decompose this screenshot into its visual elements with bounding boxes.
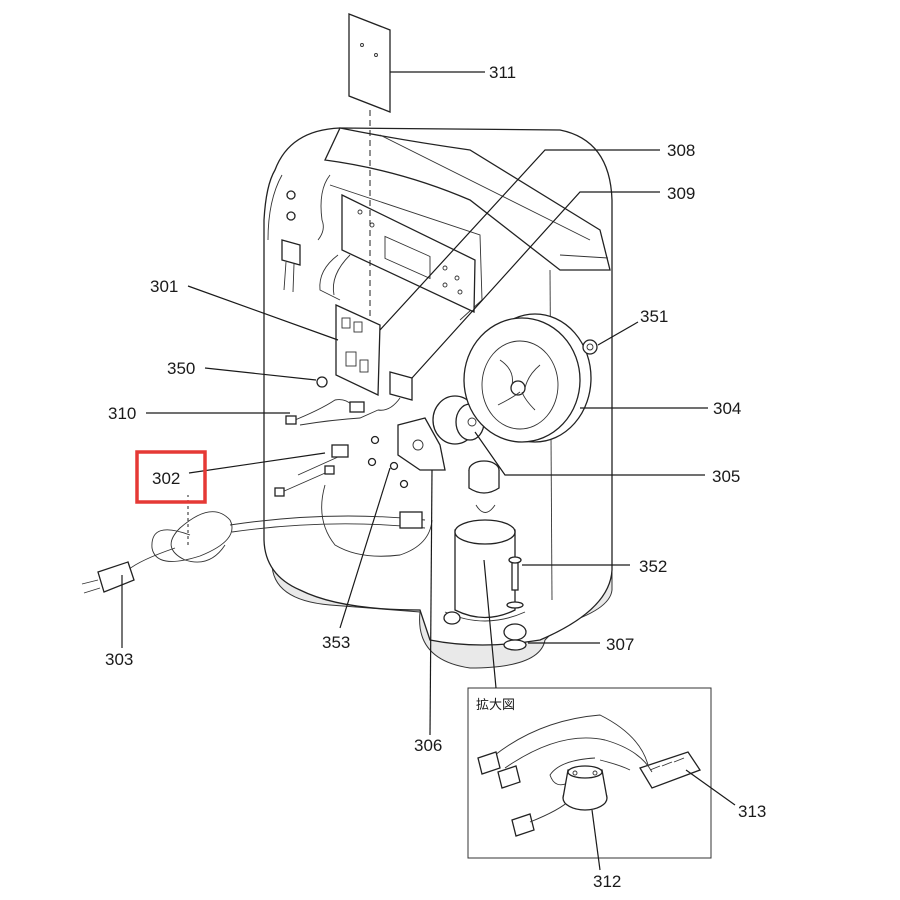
inset-title: 拡大図 [476, 698, 515, 713]
label-302: 302 [152, 469, 180, 488]
label-312: 312 [593, 872, 621, 891]
part-350-screw [316, 376, 328, 388]
label-306: 306 [414, 736, 442, 755]
part-351-nut [582, 339, 598, 355]
part-301-board [335, 303, 381, 397]
label-305: 305 [712, 467, 740, 486]
label-301: 301 [150, 277, 178, 296]
part-310-harness [285, 399, 379, 426]
part-309-relay [377, 371, 413, 411]
label-309: 309 [667, 184, 695, 203]
label-352: 352 [639, 557, 667, 576]
label-310: 310 [108, 404, 136, 423]
label-353: 353 [322, 633, 350, 652]
label-351: 351 [640, 307, 668, 326]
label-311: 311 [489, 63, 516, 82]
label-350: 350 [167, 359, 195, 378]
label-304: 304 [713, 399, 741, 418]
label-313: 313 [738, 802, 766, 821]
part-306-bracket [321, 417, 446, 557]
part-labels: 311 308 309 301 350 310 302 303 351 304 … [105, 63, 766, 891]
highlight-box-302 [135, 450, 207, 504]
left-components [281, 174, 351, 301]
part-302-cable [274, 444, 349, 497]
label-307: 307 [606, 635, 634, 654]
label-308: 308 [667, 141, 695, 160]
part-311-card [348, 13, 391, 113]
leader-lines [121, 71, 736, 871]
part-352-screw [506, 556, 524, 609]
part-307-foot [503, 623, 527, 651]
part-304-fan [463, 313, 592, 443]
label-303: 303 [105, 650, 133, 669]
inset-enlarged-view: 拡大図 [467, 687, 712, 859]
